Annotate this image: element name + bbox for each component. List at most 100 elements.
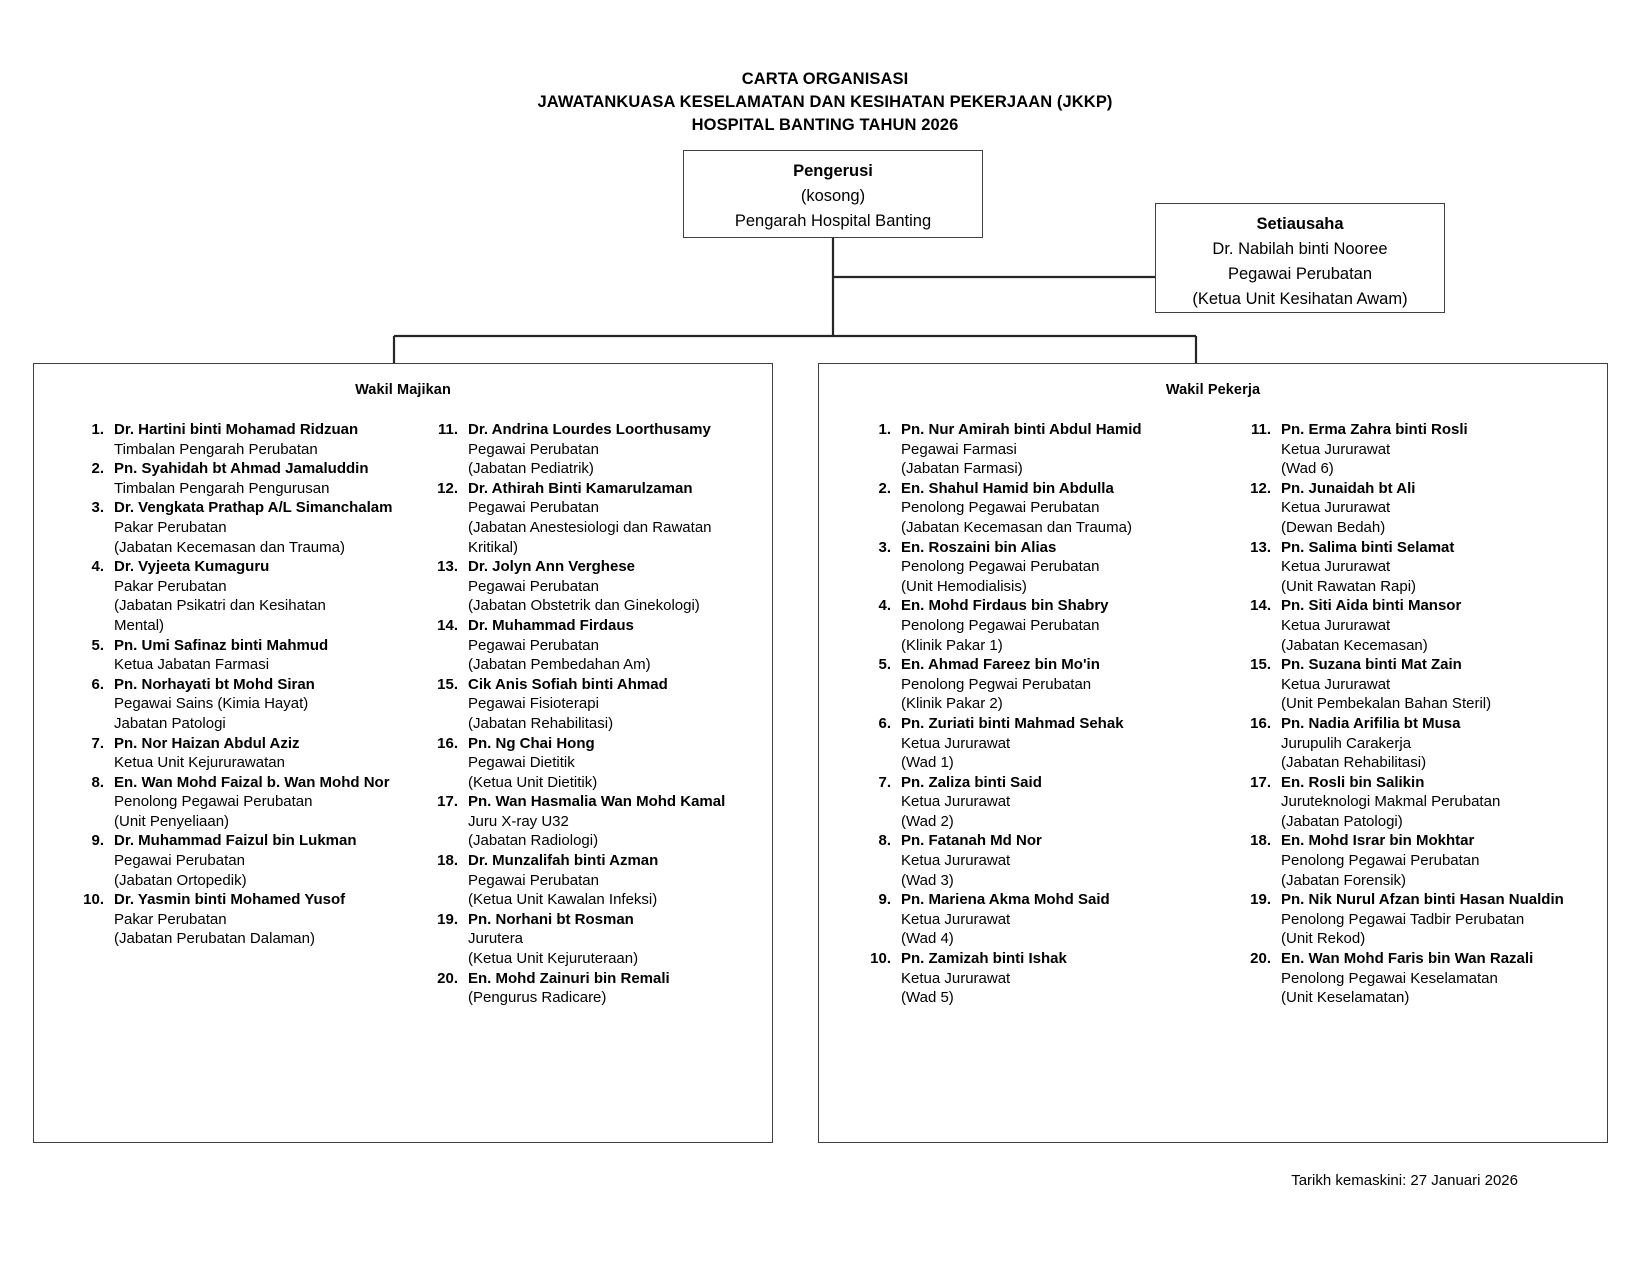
member-position: (Jabatan Kecemasan dan Trauma) bbox=[901, 518, 1132, 536]
member-number: 19. bbox=[1250, 891, 1271, 909]
member-number: 8. bbox=[878, 832, 891, 850]
member-position: Pegawai Fisioterapi bbox=[468, 695, 599, 713]
member-position: Timbalan Pengarah Pengurusan bbox=[114, 479, 330, 497]
member-number: 7. bbox=[878, 773, 891, 791]
setiausaha-role: Setiausaha bbox=[1256, 215, 1344, 233]
member-position: (Jabatan Pembedahan Am) bbox=[468, 656, 651, 674]
member-number: 3. bbox=[878, 538, 891, 556]
member-number: 16. bbox=[437, 734, 458, 752]
member-name: Pn. Zaliza binti Said bbox=[901, 773, 1042, 791]
member-number: 8. bbox=[91, 773, 104, 791]
member-position: Mental) bbox=[114, 616, 165, 634]
member-name: Pn. Norhayati bt Mohd Siran bbox=[114, 675, 315, 693]
member-list-item: 19. Pn. Nik Nurul Afzan binti Hasan Nuald… bbox=[1239, 890, 1589, 949]
member-name: En. Mohd Zainuri bin Remali bbox=[468, 969, 670, 987]
member-position: (Jabatan Ortopedik) bbox=[114, 871, 247, 889]
member-name: Pn. Nik Nurul Afzan binti Hasan Nualdin bbox=[1281, 891, 1564, 909]
member-name: Dr. Andrina Lourdes Loorthusamy bbox=[468, 421, 711, 438]
member-number: 19. bbox=[437, 910, 458, 928]
member-list-item: 20. En. Mohd Zainuri bin Remali (Pengurus… bbox=[426, 969, 754, 1008]
member-position: (Jabatan Rehabilitasi) bbox=[1281, 754, 1427, 772]
wakil-pekerja-panel: Wakil Pekerja 1.Pn. Nur Amirah binti Abd… bbox=[818, 363, 1608, 1143]
member-number: 9. bbox=[91, 832, 104, 850]
member-name: Pn. Erma Zahra binti Rosli bbox=[1281, 421, 1468, 438]
member-number: 11. bbox=[437, 421, 458, 438]
member-position: Pegawai Perubatan bbox=[468, 577, 599, 595]
wakil-majikan-panel: Wakil Majikan 1.Dr. Hartini binti Mohama… bbox=[33, 363, 773, 1143]
member-name: En. Mohd Israr bin Mokhtar bbox=[1281, 832, 1475, 850]
member-number: 4. bbox=[91, 558, 104, 576]
member-position: Kritikal) bbox=[468, 538, 519, 556]
member-position: Ketua Jururawat bbox=[1281, 675, 1391, 693]
member-number: 20. bbox=[437, 969, 458, 987]
member-position: Ketua Jururawat bbox=[901, 852, 1011, 870]
pengerusi-box: Pengerusi (kosong) Pengarah Hospital Ban… bbox=[683, 150, 983, 238]
member-position: Penolong Pegawai Perubatan bbox=[901, 558, 1100, 576]
member-number: 3. bbox=[91, 499, 104, 517]
member-number: 20. bbox=[1250, 950, 1271, 968]
member-name: En. Roszaini bin Alias bbox=[901, 538, 1057, 556]
member-position: (Ketua Unit Kawalan Infeksi) bbox=[468, 891, 658, 909]
title-line-2: JAWATANKUASA KESELAMATAN DAN KESIHATAN P… bbox=[537, 93, 1113, 111]
member-number: 4. bbox=[878, 597, 891, 615]
member-number: 15. bbox=[1250, 656, 1271, 674]
member-position: (Klinik Pakar 2) bbox=[901, 695, 1003, 713]
member-position: Penolong Pegwai Perubatan bbox=[901, 675, 1092, 693]
member-position: (Unit Pembekalan Bahan Steril) bbox=[1281, 695, 1492, 713]
member-position: Pakar Perubatan bbox=[114, 518, 227, 536]
member-number: 16. bbox=[1250, 714, 1271, 732]
member-position: Pegawai Perubatan bbox=[468, 440, 599, 458]
member-number: 14. bbox=[437, 616, 458, 634]
member-name: En. Rosli bin Salikin bbox=[1281, 773, 1425, 791]
setiausaha-box: Setiausaha Dr. Nabilah binti Nooree Pega… bbox=[1155, 203, 1445, 313]
member-position: (Jabatan Obstetrik dan Ginekologi) bbox=[468, 597, 700, 615]
member-number: 15. bbox=[437, 675, 458, 693]
member-name: Pn. Zamizah binti Ishak bbox=[901, 950, 1067, 968]
member-name: Pn. Nor Haizan Abdul Aziz bbox=[114, 734, 300, 752]
member-name: Pn. Zuriati binti Mahmad Sehak bbox=[901, 714, 1124, 732]
member-position: (Unit Penyeliaan) bbox=[114, 812, 230, 830]
member-number: 12. bbox=[437, 479, 458, 497]
member-number: 13. bbox=[1250, 538, 1271, 556]
member-position: Ketua Jururawat bbox=[1281, 499, 1391, 517]
member-name: Cik Anis Sofiah binti Ahmad bbox=[468, 675, 668, 693]
wakil-pekerja-heading: Wakil Pekerja bbox=[1165, 382, 1261, 398]
member-number: 10. bbox=[870, 950, 891, 968]
member-position: (Jabatan Kecemasan dan Trauma) bbox=[114, 538, 345, 556]
member-position: Pegawai Perubatan bbox=[468, 499, 599, 517]
member-number: 17. bbox=[1250, 773, 1271, 791]
member-position: Ketua Unit Kejururawatan bbox=[114, 754, 285, 772]
member-number: 1. bbox=[91, 421, 104, 438]
member-number: 6. bbox=[91, 675, 104, 693]
member-position: Pakar Perubatan bbox=[114, 910, 227, 928]
member-position: Penolong Pegawai Perubatan bbox=[901, 499, 1100, 517]
member-position: (Jabatan Kecemasan) bbox=[1281, 636, 1428, 654]
member-position: (Jabatan Rehabilitasi) bbox=[468, 714, 614, 732]
member-position: (Pengurus Radicare) bbox=[468, 989, 607, 1007]
member-position: Penolong Pegawai Perubatan bbox=[901, 616, 1100, 634]
member-position: Jurutera bbox=[468, 930, 524, 948]
